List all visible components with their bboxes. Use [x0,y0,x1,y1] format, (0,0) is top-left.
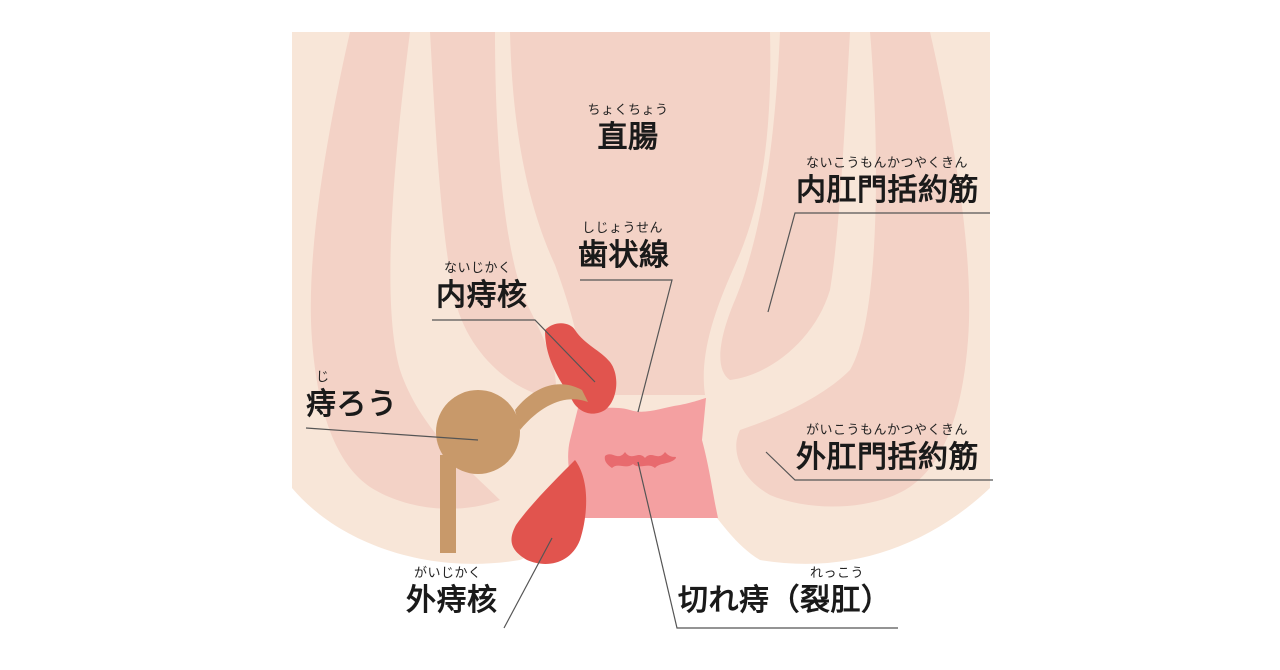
right-external-sphincter [736,32,970,507]
external-sphincter-text: 外肛門括約筋 [796,440,979,475]
leader-anal-fissure [637,461,898,629]
internal-hemorrhoid-mass [545,323,617,414]
label-internal-sphincter: ないこうもんかつやくきん 内肛門括約筋 [796,157,979,206]
dentate-line-ruby: しじょうせん [582,221,664,236]
leader-anal-fistula [305,427,479,441]
anal-fissure-text: 切れ痔（裂肛） [678,583,892,618]
left-internal-sphincter [430,32,556,398]
anal-fistula-text: 痔ろう [306,387,398,422]
leader-external-hemorrhoid [503,537,553,629]
leader-dentate-line [580,279,673,413]
external-hemorrhoid-ruby: がいじかく [414,566,482,581]
rectum-ruby: ちょくちょう [587,103,669,118]
right-internal-sphincter [720,32,850,380]
label-external-hemorrhoid: がいじかく 外痔核 [406,567,498,616]
external-hemorrhoid-mass [511,460,587,564]
fistula-drain [440,455,456,553]
label-anal-fissure: れっこう 切れ痔（裂肛） [678,567,892,616]
leader-internal-sphincter [767,212,990,313]
external-sphincter-ruby: がいこうもんかつやくきん [806,423,969,438]
label-dentate-line: しじょうせん 歯状線 [578,222,670,271]
anal-fissure-ruby: れっこう [810,566,865,581]
label-internal-hemorrhoid: ないじかく 内痔核 [436,262,528,311]
external-hemorrhoid-text: 外痔核 [406,583,498,618]
internal-sphincter-ruby: ないこうもんかつやくきん [806,156,969,171]
rectum-lumen [510,32,771,395]
internal-hemorrhoid-text: 内痔核 [436,278,528,313]
left-external-sphincter [310,32,500,509]
label-external-sphincter: がいこうもんかつやくきん 外肛門括約筋 [796,424,979,473]
leader-internal-hemorrhoid [432,319,596,383]
anal-fissure-mark [604,452,676,468]
anal-fistula-ruby: じ [316,370,330,385]
dentate-line-text: 歯状線 [578,238,670,273]
internal-sphincter-text: 内肛門括約筋 [796,173,979,208]
leader-lines [305,212,993,629]
internal-hemorrhoid-ruby: ないじかく [444,261,512,276]
leader-external-sphincter [765,451,993,481]
rectum-text: 直腸 [597,120,659,155]
fistula-abscess [436,390,520,474]
label-rectum: ちょくちょう 直腸 [578,104,678,153]
fistula-tract [515,384,588,430]
label-anal-fistula: じ 痔ろう [306,371,398,420]
